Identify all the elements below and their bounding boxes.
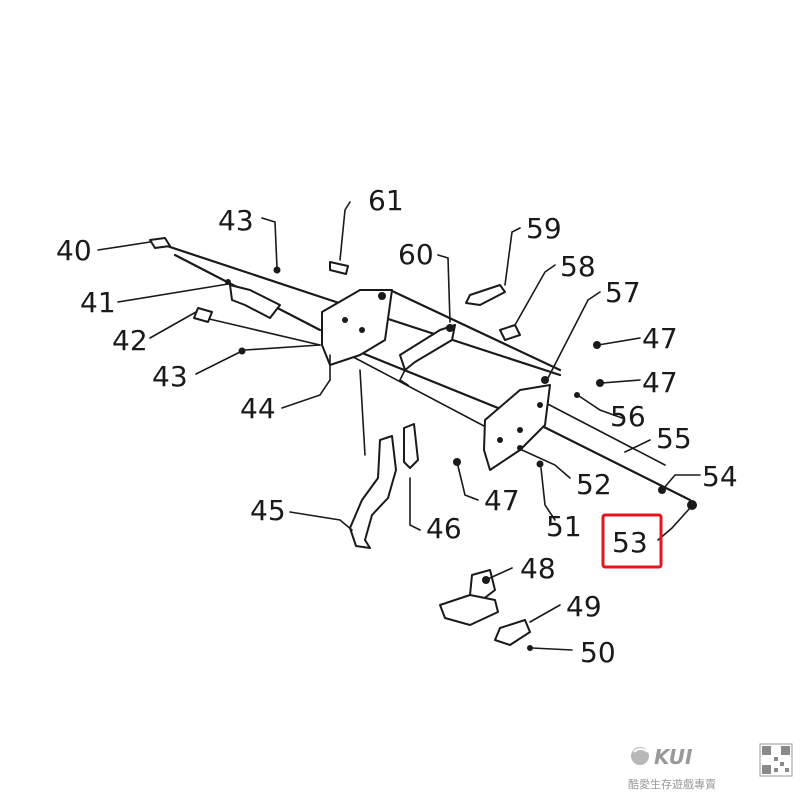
center-linkage xyxy=(398,324,456,386)
part-labels: 40 41 42 43 43 44 45 46 47 47 47 48 49 5… xyxy=(56,184,738,669)
part-label-60: 60 xyxy=(398,238,434,271)
part-label-45: 45 xyxy=(250,494,286,527)
part-label-48: 48 xyxy=(520,552,556,585)
part-label-56: 56 xyxy=(610,400,646,433)
brand-watermark: KUI 酷愛生存遊戲專賣 xyxy=(628,743,793,791)
part-label-51: 51 xyxy=(546,510,582,543)
leader-lines xyxy=(97,201,701,651)
frame-rails xyxy=(153,240,692,502)
highlight-box xyxy=(601,513,663,569)
brand-name: KUI xyxy=(654,745,693,769)
part-label-44: 44 xyxy=(240,392,276,425)
part-label-55: 55 xyxy=(656,422,692,455)
part-label-52: 52 xyxy=(576,468,612,501)
trigger-part xyxy=(349,369,397,549)
part-label-50: 50 xyxy=(580,636,616,669)
right-side-plate xyxy=(483,376,551,471)
part-label-59: 59 xyxy=(526,212,562,245)
part-label-54: 54 xyxy=(702,460,738,493)
part-label-47-top: 47 xyxy=(642,322,678,355)
qr-code-icon xyxy=(759,743,793,777)
part-label-43-upper: 43 xyxy=(218,204,254,237)
part-label-43-lower: 43 xyxy=(152,360,188,393)
part-label-46: 46 xyxy=(426,512,462,545)
part-label-53: 53 xyxy=(612,526,648,559)
bottom-assembly xyxy=(439,569,533,651)
part-label-57: 57 xyxy=(605,276,641,309)
brand-caption: 酷愛生存遊戲專賣 xyxy=(628,777,716,791)
part-label-58: 58 xyxy=(560,250,596,283)
part-label-47-middle: 47 xyxy=(642,366,678,399)
part-label-61: 61 xyxy=(368,184,404,217)
part-label-47-bottom: 47 xyxy=(484,484,520,517)
brand-logo-icon xyxy=(631,747,649,765)
part-label-42: 42 xyxy=(112,324,148,357)
part-label-40: 40 xyxy=(56,234,92,267)
sear-part xyxy=(403,423,419,469)
part-label-41: 41 xyxy=(80,286,116,319)
part-label-49: 49 xyxy=(566,590,602,623)
left-side-plate xyxy=(321,289,393,381)
small-parts xyxy=(149,237,697,510)
